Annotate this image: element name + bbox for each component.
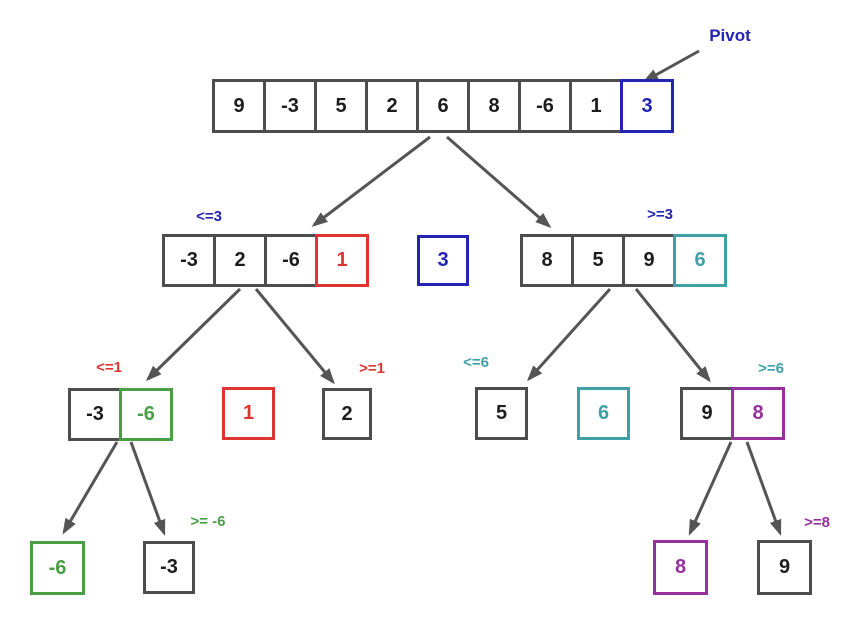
- arrow-root-right: [446, 135, 552, 228]
- arrow-root-left: [311, 135, 431, 227]
- partition-label-ge8: >=8: [804, 514, 830, 531]
- arrow-l2right-left: [526, 287, 612, 382]
- array-cell: 6: [416, 79, 470, 133]
- l3-left-pivot-cell: -6: [119, 388, 173, 441]
- partition-label-ge1: >=1: [359, 360, 385, 377]
- l3-right-array: 9 8: [680, 387, 785, 440]
- l3-right-pivot-cell: 8: [731, 387, 785, 440]
- arrow-l3right-left: [688, 441, 733, 536]
- array-cell: -3: [68, 388, 122, 441]
- arrow-l2left-right: [254, 288, 335, 385]
- partition-label-ge-neg6: >= -6: [190, 513, 226, 530]
- value-box-5: 5: [475, 387, 528, 440]
- l2-right-array: 8 5 9 6: [520, 234, 727, 287]
- array-cell: 5: [314, 79, 368, 133]
- partition-label-ge3: >=3: [647, 206, 673, 223]
- partition-label-le6: <=6: [463, 354, 489, 371]
- array-cell: -3: [162, 234, 216, 287]
- partition-label-le1: <=1: [96, 359, 122, 376]
- array-cell: 2: [365, 79, 419, 133]
- value-box-9: 9: [757, 540, 812, 595]
- array-cell: -3: [263, 79, 317, 133]
- array-cell: 8: [467, 79, 521, 133]
- root-array: 9 -3 5 2 6 8 -6 1 3: [212, 79, 674, 133]
- root-pivot-cell: 3: [620, 79, 674, 133]
- pivot-label: Pivot: [709, 26, 751, 45]
- array-cell: -6: [264, 234, 318, 287]
- array-cell: 5: [571, 234, 625, 287]
- array-cell: 9: [212, 79, 266, 133]
- arrow-l2right-right: [634, 288, 711, 383]
- value-box-2: 2: [322, 388, 372, 440]
- array-cell: 9: [680, 387, 734, 440]
- partition-label-ge6: >=6: [758, 360, 784, 377]
- pivot-box-6: 6: [577, 387, 630, 440]
- array-cell: 1: [569, 79, 623, 133]
- arrow-l2left-left: [145, 287, 242, 382]
- value-box-neg6: -6: [30, 541, 85, 595]
- array-cell: -6: [518, 79, 572, 133]
- arrow-l3left-right: [129, 441, 166, 536]
- l2-left-pivot-cell: 1: [315, 234, 369, 287]
- value-box-8: 8: [653, 540, 708, 595]
- array-cell: 2: [213, 234, 267, 287]
- l2-left-array: -3 2 -6 1: [162, 234, 369, 287]
- pivot-box-3: 3: [417, 235, 469, 286]
- l3-left-array: -3 -6: [68, 388, 173, 441]
- arrow-pivot: [642, 49, 700, 83]
- pivot-box-1: 1: [222, 387, 275, 440]
- value-box-neg3: -3: [143, 541, 195, 594]
- array-cell: 8: [520, 234, 574, 287]
- arrow-l3left-left: [62, 441, 119, 535]
- l2-right-pivot-cell: 6: [673, 234, 727, 287]
- partition-label-le3: <=3: [196, 208, 222, 225]
- array-cell: 9: [622, 234, 676, 287]
- arrow-l3right-right: [745, 441, 782, 536]
